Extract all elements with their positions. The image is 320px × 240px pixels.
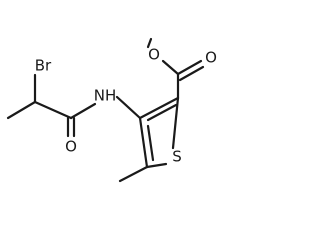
- structure-canvas: Br NH O S O O: [6, 37, 217, 183]
- bromine-label: Br: [35, 57, 52, 75]
- bond-ch3-chbr: [6, 100, 37, 120]
- ester-ether-oxygen-label: O: [148, 46, 160, 64]
- bond-s-c5: [145, 162, 168, 169]
- bond-c5-c4-inner: [146, 124, 155, 162]
- bond-o-methyl: [146, 37, 153, 49]
- bond-c3-c2-inner: [146, 103, 178, 122]
- amide-nitrogen-label: NH: [94, 87, 117, 105]
- bond-c3-c2: [138, 96, 180, 120]
- ring-sulfur-label: S: [172, 148, 182, 166]
- amide-oxygen-label: O: [65, 138, 77, 156]
- bond-c4-ch3: [118, 165, 149, 183]
- bond-ester-c-o-double-b: [178, 65, 205, 82]
- bond-ester-c-o-single: [161, 59, 180, 76]
- bond-c2-s: [171, 96, 180, 150]
- bond-chbr-co: [33, 100, 73, 120]
- molecule-drawing: Br NH O S O O: [6, 37, 217, 183]
- ester-carbonyl-oxygen-label: O: [205, 49, 217, 67]
- bond-c5-c4: [138, 116, 149, 169]
- bond-nh-c3: [115, 95, 142, 120]
- bond-ester-c-o-double-a: [176, 59, 203, 76]
- bond-co-nh: [69, 102, 97, 120]
